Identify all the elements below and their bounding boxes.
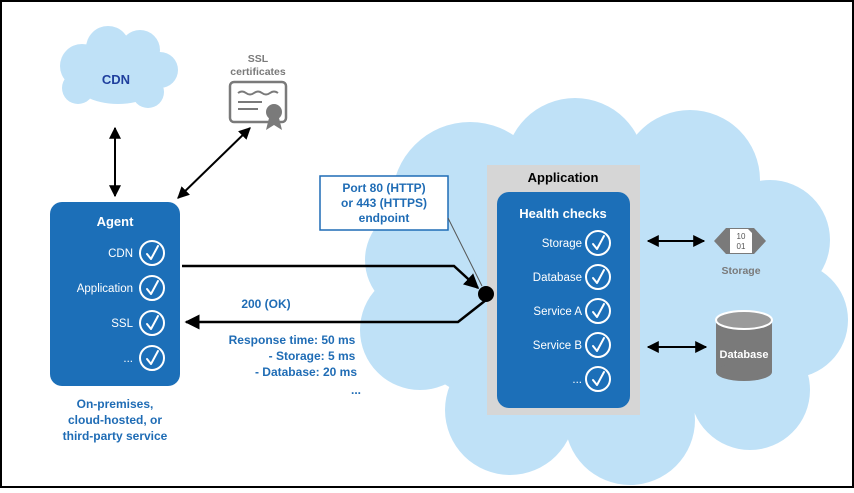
agent-box: Agent CDN ApplicationSSL...	[50, 202, 180, 386]
health-check-row: Service A	[533, 298, 611, 324]
ssl-label-line1: SSL	[248, 53, 269, 65]
agent-check-label: SSL	[111, 318, 133, 330]
agent-check-row: CDN	[108, 240, 165, 266]
storage-icon-text-top: 10	[737, 232, 746, 241]
health-check-label: Service B	[533, 340, 583, 352]
storage: 10 01 Storage	[714, 228, 766, 277]
ssl-certificates: SSL certificates	[228, 53, 288, 130]
application-title: Application	[528, 170, 599, 185]
response-arrow	[184, 299, 487, 330]
cdn-label: CDN	[102, 72, 130, 87]
health-check-row: Database	[533, 264, 611, 290]
agent-caption-line3: third-party service	[63, 429, 168, 443]
check-circle-icon	[139, 275, 165, 301]
endpoint-box	[319, 175, 449, 231]
cdn-cloud: CDN	[60, 26, 178, 108]
check-circle-icon	[139, 240, 165, 266]
health-check-label: ...	[572, 374, 582, 386]
check-circle-icon	[585, 264, 611, 290]
response-line4: ...	[351, 383, 361, 397]
agent-check-row: Application	[77, 275, 165, 301]
response-line3: - Database: 20 ms	[255, 365, 357, 379]
agent-check-label: CDN	[108, 248, 133, 260]
health-check-row: Storage	[542, 230, 611, 256]
agent-panel	[50, 202, 180, 386]
storage-icon-text-bottom: 01	[737, 242, 746, 251]
response-line2: - Storage: 5 ms	[269, 349, 356, 363]
request-arrow	[182, 264, 480, 290]
database: Database	[715, 310, 773, 381]
check-circle-icon	[585, 230, 611, 256]
health-check-row: Service B	[533, 332, 611, 358]
agent-title: Agent	[97, 214, 135, 229]
storage-label: Storage	[721, 265, 760, 277]
storage-icon: 10 01	[714, 228, 766, 254]
health-check-label: Storage	[542, 238, 582, 250]
check-circle-icon	[139, 310, 165, 336]
response-line1: Response time: 50 ms	[229, 333, 356, 347]
database-icon	[715, 310, 773, 381]
health-check-label: Database	[533, 272, 582, 284]
agent-check-label: Application	[77, 283, 133, 295]
health-check-label: Service A	[533, 306, 582, 318]
cloud-icon	[60, 26, 178, 108]
check-circle-icon	[585, 298, 611, 324]
agent-check-label: ...	[123, 353, 133, 365]
database-label: Database	[720, 349, 769, 361]
endpoint-callout: Port 80 (HTTP) or 443 (HTTPS) endpoint	[319, 175, 483, 287]
health-checks-panel	[497, 192, 630, 408]
agent-check-row: ...	[123, 345, 165, 371]
check-circle-icon	[139, 345, 165, 371]
check-circle-icon	[585, 366, 611, 392]
endpoint-line1: Port 80 (HTTP)	[342, 181, 425, 195]
ssl-label-line2: certificates	[230, 66, 286, 78]
agent-checks: CDN ApplicationSSL...	[77, 240, 165, 371]
agent-caption-line2: cloud-hosted, or	[68, 413, 162, 427]
health-check-row: ...	[572, 366, 611, 392]
endpoint-dot	[478, 286, 494, 302]
health-checks-title: Health checks	[519, 206, 606, 221]
response-status: 200 (OK)	[241, 297, 290, 311]
agent-caption-line1: On-premises,	[77, 397, 154, 411]
endpoint-line3: endpoint	[359, 211, 410, 225]
agent-check-row: SSL	[111, 310, 165, 336]
check-circle-icon	[585, 332, 611, 358]
certificate-icon	[228, 80, 288, 130]
ssl-agent-arrow	[177, 127, 251, 199]
endpoint-line2: or 443 (HTTPS)	[341, 196, 427, 210]
